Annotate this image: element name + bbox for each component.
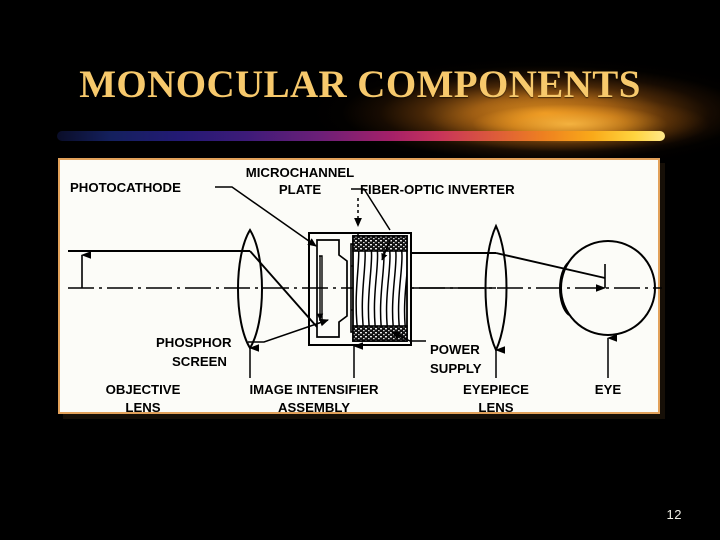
label-power-supply-line1: POWER	[430, 342, 480, 357]
label-power-supply-line2: SUPPLY	[430, 361, 482, 376]
page-number: 12	[666, 507, 682, 522]
image-intensifier-assembly	[308, 232, 412, 346]
page-title: MONOCULAR COMPONENTS	[79, 63, 641, 106]
label-photocathode: PHOTOCATHODE	[70, 180, 181, 195]
label-image-intensifier-line2: ASSEMBLY	[278, 400, 350, 415]
objective-lens	[237, 228, 263, 350]
label-objective-lens-line2: LENS	[125, 400, 160, 415]
label-eyepiece-lens-line1: EYEPIECE	[463, 382, 529, 397]
label-phosphor-screen-line2: SCREEN	[172, 354, 227, 369]
fiber-optic-inverter-block	[352, 235, 408, 342]
label-objective-lens-line1: OBJECTIVE	[106, 382, 181, 397]
label-fiber-optic-inverter: FIBER-OPTIC INVERTER	[360, 182, 515, 197]
diagram-panel: PHOTOCATHODE MICROCHANNEL PLATE FIBER-OP…	[58, 158, 662, 415]
label-microchannel-plate-line1: MICROCHANNEL	[246, 165, 354, 180]
label-microchannel-plate-line2: PLATE	[279, 182, 321, 197]
leader-lines	[215, 186, 617, 378]
incoming-rays	[68, 250, 318, 328]
label-eye: EYE	[595, 382, 622, 397]
label-phosphor-screen-line1: PHOSPHOR	[156, 335, 232, 350]
gradient-divider-bar	[57, 131, 665, 141]
outgoing-rays	[411, 252, 606, 289]
label-image-intensifier-line1: IMAGE INTENSIFIER	[250, 382, 379, 397]
monocular-optical-diagram: PHOTOCATHODE MICROCHANNEL PLATE FIBER-OP…	[68, 165, 662, 415]
label-eyepiece-lens-line2: LENS	[478, 400, 513, 415]
